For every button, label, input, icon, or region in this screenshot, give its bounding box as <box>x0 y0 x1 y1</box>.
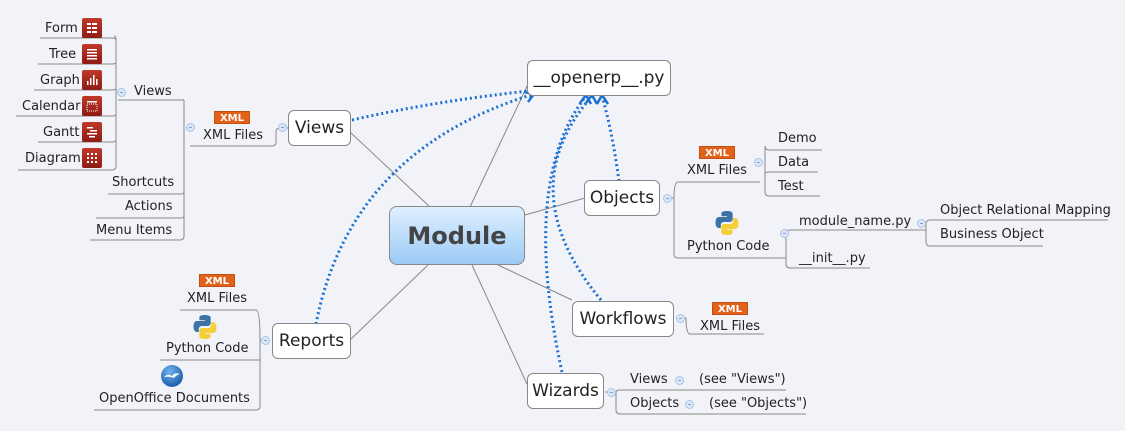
xml-badge-icon: XML <box>712 302 748 315</box>
view-type-diagram[interactable]: Diagram <box>25 151 81 166</box>
objects-xml-data[interactable]: Data <box>778 155 810 170</box>
views-subviews-label[interactable]: Views <box>134 84 172 99</box>
wizards-objects[interactable]: Objects <box>630 396 680 411</box>
collapse-xml-files-button[interactable] <box>186 123 195 132</box>
view-type-graph[interactable]: Graph <box>40 73 80 88</box>
objects-python-code-label[interactable]: Python Code <box>687 239 770 254</box>
openoffice-logo-icon <box>161 365 183 387</box>
connector-module-reports <box>349 264 429 341</box>
dependency-arrow-reports <box>314 92 535 325</box>
objects-xml-files-label[interactable]: XML Files <box>687 163 748 178</box>
collapse-wizards-objects-button[interactable] <box>685 400 694 409</box>
python-logo-icon <box>193 315 217 339</box>
topic-objects[interactable]: Objects <box>584 180 660 216</box>
tree-view-icon <box>82 44 102 64</box>
objects-xml-test[interactable]: Test <box>778 179 804 194</box>
collapse-objects-xml-button[interactable] <box>754 158 763 167</box>
form-view-icon <box>82 18 102 38</box>
view-type-calendar[interactable]: Calendar <box>22 99 81 114</box>
xml-badge-icon: XML <box>699 146 735 159</box>
xml-badge-icon: XML <box>214 111 250 124</box>
reports-xml-files-label[interactable]: XML Files <box>187 291 248 306</box>
topic-reports[interactable]: Reports <box>272 323 351 359</box>
topic-wizards[interactable]: Wizards <box>527 373 604 409</box>
calendar-view-icon <box>82 96 102 116</box>
dependency-arrow-objects <box>600 95 621 182</box>
collapse-subviews-button[interactable] <box>117 88 126 97</box>
python-logo-icon <box>715 211 739 235</box>
objects-module-name-py[interactable]: module_name.py <box>799 214 912 229</box>
view-type-gantt[interactable]: Gantt <box>43 125 80 140</box>
reports-python-code-label[interactable]: Python Code <box>166 341 249 356</box>
connector-module-wizards <box>471 264 528 385</box>
connector-module-workflows <box>497 264 573 301</box>
collapse-objects-button[interactable] <box>663 194 672 203</box>
topic-workflows[interactable]: Workflows <box>572 301 674 337</box>
objects-orm[interactable]: Object Relational Mapping <box>940 203 1111 218</box>
dependency-arrow-wizards <box>544 95 588 373</box>
connector-module-openerp <box>469 79 531 208</box>
dependency-arrow-workflows <box>551 95 603 301</box>
wizards-objects-note: (see "Objects") <box>709 396 808 411</box>
connector-module-views <box>349 131 431 208</box>
objects-business-object[interactable]: Business Object <box>940 227 1044 242</box>
collapse-workflows-button[interactable] <box>676 314 685 323</box>
gantt-view-icon <box>82 122 102 142</box>
graph-view-icon <box>82 70 102 90</box>
reports-openoffice-documents[interactable]: OpenOffice Documents <box>99 391 250 406</box>
wizards-views[interactable]: Views <box>630 372 668 387</box>
view-type-form[interactable]: Form <box>45 21 78 36</box>
collapse-wizards-views-button[interactable] <box>675 376 684 385</box>
xml-badge-icon: XML <box>199 274 235 287</box>
collapse-module-name-button[interactable] <box>917 219 926 228</box>
topic-openerp-py[interactable]: __openerp__.py <box>527 60 671 96</box>
views-shortcuts[interactable]: Shortcuts <box>112 175 175 190</box>
collapse-wizards-button[interactable] <box>607 388 616 397</box>
views-actions[interactable]: Actions <box>125 199 173 214</box>
topic-views[interactable]: Views <box>288 110 351 146</box>
views-xml-files-label[interactable]: XML Files <box>203 128 264 143</box>
collapse-views-button[interactable] <box>278 123 287 132</box>
central-topic-module[interactable]: Module <box>389 206 525 265</box>
collapse-python-code-button[interactable] <box>780 229 789 238</box>
diagram-view-icon <box>82 148 102 168</box>
views-menu-items[interactable]: Menu Items <box>96 223 173 238</box>
view-type-tree[interactable]: Tree <box>49 47 77 62</box>
objects-xml-demo[interactable]: Demo <box>778 131 817 146</box>
dependency-arrow-views <box>351 88 539 122</box>
workflows-xml-files-label[interactable]: XML Files <box>700 319 761 334</box>
wizards-views-note: (see "Views") <box>699 372 786 387</box>
collapse-reports-button[interactable] <box>261 336 270 345</box>
objects-init-py[interactable]: __init__.py <box>799 251 866 266</box>
